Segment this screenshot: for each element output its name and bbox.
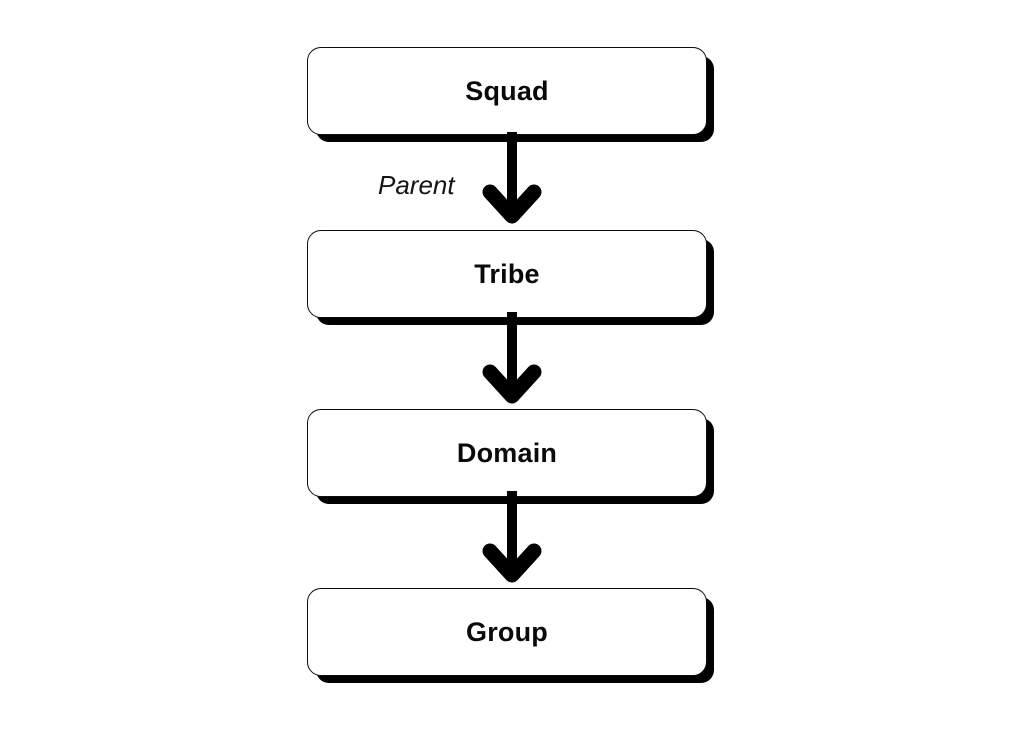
chevron-down-icon [482,543,542,583]
node-squad[interactable]: Squad [307,47,707,135]
node-domain[interactable]: Domain [307,409,707,497]
node-group-label: Group [466,616,548,647]
node-group[interactable]: Group [307,588,707,676]
edge-squad-to-tribe [478,132,546,232]
edge-domain-to-group [478,491,546,591]
node-tribe-label: Tribe [474,258,540,289]
edge-tribe-to-domain [478,312,546,412]
chevron-down-icon [482,184,542,224]
chevron-down-icon [482,364,542,404]
node-domain-label: Domain [456,437,558,468]
edge-label-parent: Parent [378,170,455,200]
node-tribe[interactable]: Tribe [307,230,707,318]
node-squad-label: Squad [465,75,549,106]
